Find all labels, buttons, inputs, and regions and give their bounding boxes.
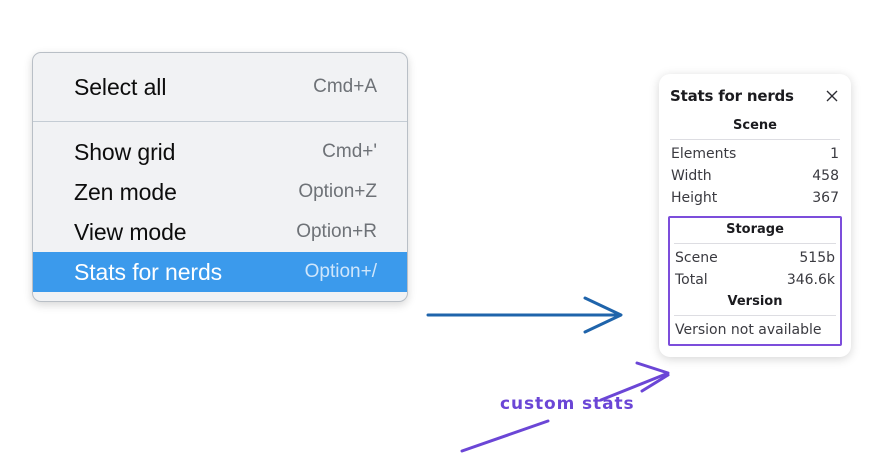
menu-item-shortcut: Option+R — [296, 221, 377, 242]
stat-row-elements: Elements 1 — [668, 143, 842, 165]
menu-item-select-all[interactable]: Select all Cmd+A — [33, 67, 407, 107]
menu-item-stats-for-nerds[interactable]: Stats for nerds Option+/ — [33, 252, 407, 292]
menu-item-label: Show grid — [74, 138, 176, 165]
stats-for-nerds-panel: Stats for nerds Scene Elements 1 Width 4… — [659, 74, 851, 357]
menu-divider — [33, 121, 407, 122]
stat-row-storage-total: Total 346.6k — [672, 269, 838, 291]
menu-item-label: Zen mode — [74, 178, 177, 205]
menu-item-shortcut: Option+/ — [304, 261, 377, 282]
menu-item-label: Select all — [74, 73, 167, 100]
menu-group-2: Show grid Cmd+' Zen mode Option+Z View m… — [33, 122, 407, 301]
version-heading: Version — [727, 294, 783, 309]
menu-item-shortcut: Option+Z — [298, 181, 377, 202]
stat-row-height: Height 367 — [668, 187, 842, 209]
version-section: Version Version not available — [672, 291, 838, 341]
menu-item-zen-mode[interactable]: Zen mode Option+Z — [33, 172, 407, 212]
storage-heading: Storage — [726, 222, 784, 237]
version-value: Version not available — [675, 322, 822, 338]
stat-row-storage-scene: Scene 515b — [672, 247, 838, 269]
section-rule — [670, 139, 840, 140]
section-rule — [674, 315, 836, 316]
stat-label: Scene — [675, 250, 718, 266]
menu-item-view-mode[interactable]: View mode Option+R — [33, 212, 407, 252]
menu-item-shortcut: Cmd+' — [322, 141, 377, 162]
menu-group-1: Select all Cmd+A — [33, 53, 407, 121]
annotation-label: custom stats — [500, 394, 635, 414]
blue-arrow — [426, 296, 623, 334]
stat-row-width: Width 458 — [668, 165, 842, 187]
stat-value: 515b — [799, 250, 835, 266]
menu-item-label: View mode — [74, 218, 187, 245]
panel-header: Stats for nerds — [668, 86, 842, 105]
scene-heading: Scene — [733, 118, 777, 133]
close-icon[interactable] — [824, 88, 840, 104]
scene-section: Scene Elements 1 Width 458 Height 367 — [668, 115, 842, 209]
storage-section: Storage Scene 515b Total 346.6k — [672, 219, 838, 291]
menu-item-shortcut: Cmd+A — [313, 76, 377, 97]
stat-value: 1 — [830, 146, 839, 162]
stat-value: 458 — [812, 168, 839, 184]
stat-label: Height — [671, 190, 718, 206]
custom-stats-highlight-box: Storage Scene 515b Total 346.6k Version … — [668, 216, 842, 346]
menu-item-show-grid[interactable]: Show grid Cmd+' — [33, 132, 407, 172]
stat-value: 367 — [812, 190, 839, 206]
section-rule — [674, 243, 836, 244]
context-menu[interactable]: Select all Cmd+A Show grid Cmd+' Zen mod… — [32, 52, 408, 302]
stat-label: Width — [671, 168, 712, 184]
stat-label: Total — [675, 272, 708, 288]
stat-label: Elements — [671, 146, 737, 162]
panel-title: Stats for nerds — [670, 87, 794, 105]
purple-underline-stroke — [460, 419, 550, 453]
stat-value: 346.6k — [786, 272, 835, 288]
menu-item-label: Stats for nerds — [74, 258, 223, 285]
